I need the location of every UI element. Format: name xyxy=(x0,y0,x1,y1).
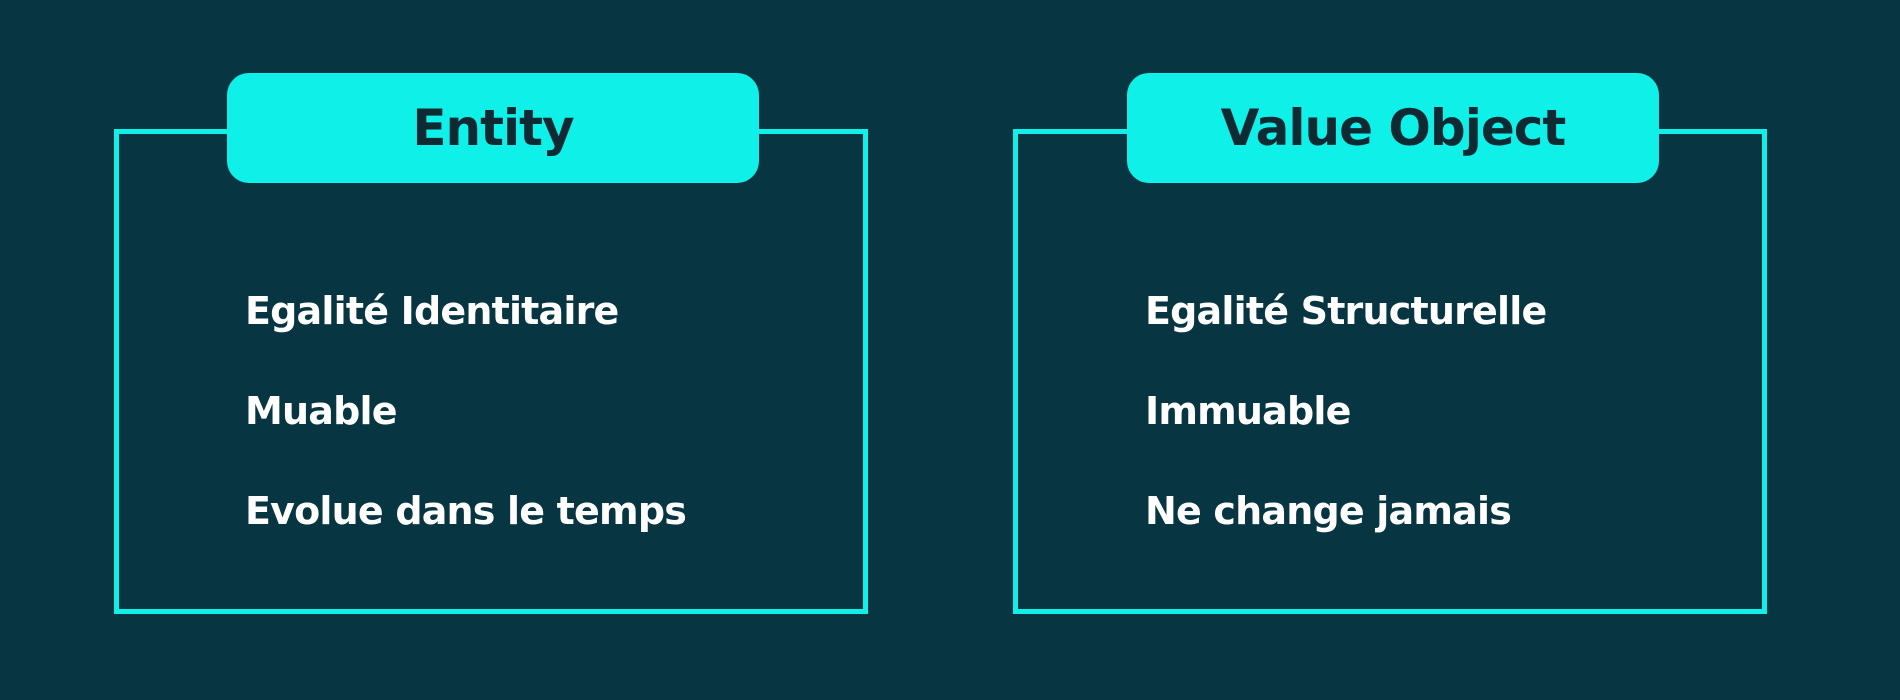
value-object-item-mutability: Immuable xyxy=(1145,389,1351,433)
value-object-item-evolution: Ne change jamais xyxy=(1145,489,1512,533)
value-object-title: Value Object xyxy=(1127,73,1659,183)
entity-item-evolution: Evolue dans le temps xyxy=(245,489,687,533)
entity-item-equality: Egalité Identitaire xyxy=(245,289,619,333)
entity-title: Entity xyxy=(227,73,759,183)
entity-characteristics-list: Egalité Identitaire Muable Evolue dans l… xyxy=(245,283,687,583)
value-object-item-equality: Egalité Structurelle xyxy=(1145,289,1547,333)
entity-item-mutability: Muable xyxy=(245,389,398,433)
value-object-characteristics-list: Egalité Structurelle Immuable Ne change … xyxy=(1145,283,1547,583)
